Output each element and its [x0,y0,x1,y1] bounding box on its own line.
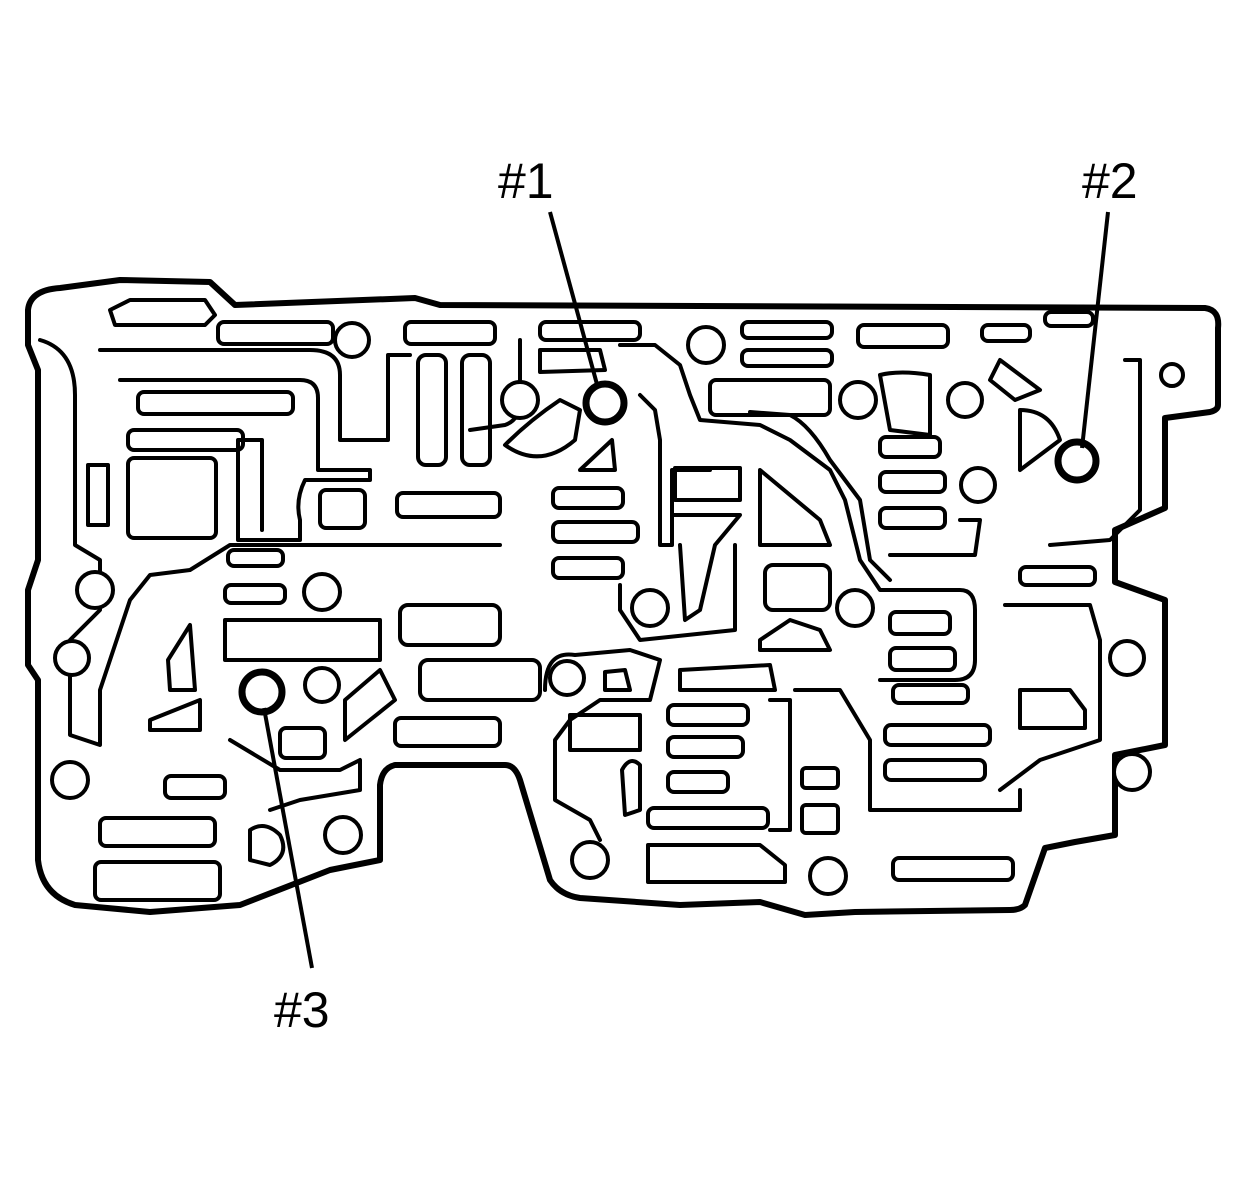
leader-line-1 [548,211,600,389]
callout-label-3: #3 [274,982,330,1038]
check-ball-1 [582,380,628,426]
plate-channels [38,298,1142,902]
check-ball-2 [1054,438,1100,484]
leader-line-2 [1080,211,1110,449]
check-ball-3 [238,668,286,716]
plate-outline [25,277,1222,918]
callout-label-1: #1 [498,153,554,209]
callout-label-2: #2 [1082,153,1138,209]
leader-line-3 [262,707,314,969]
plate-holes [50,321,1185,896]
